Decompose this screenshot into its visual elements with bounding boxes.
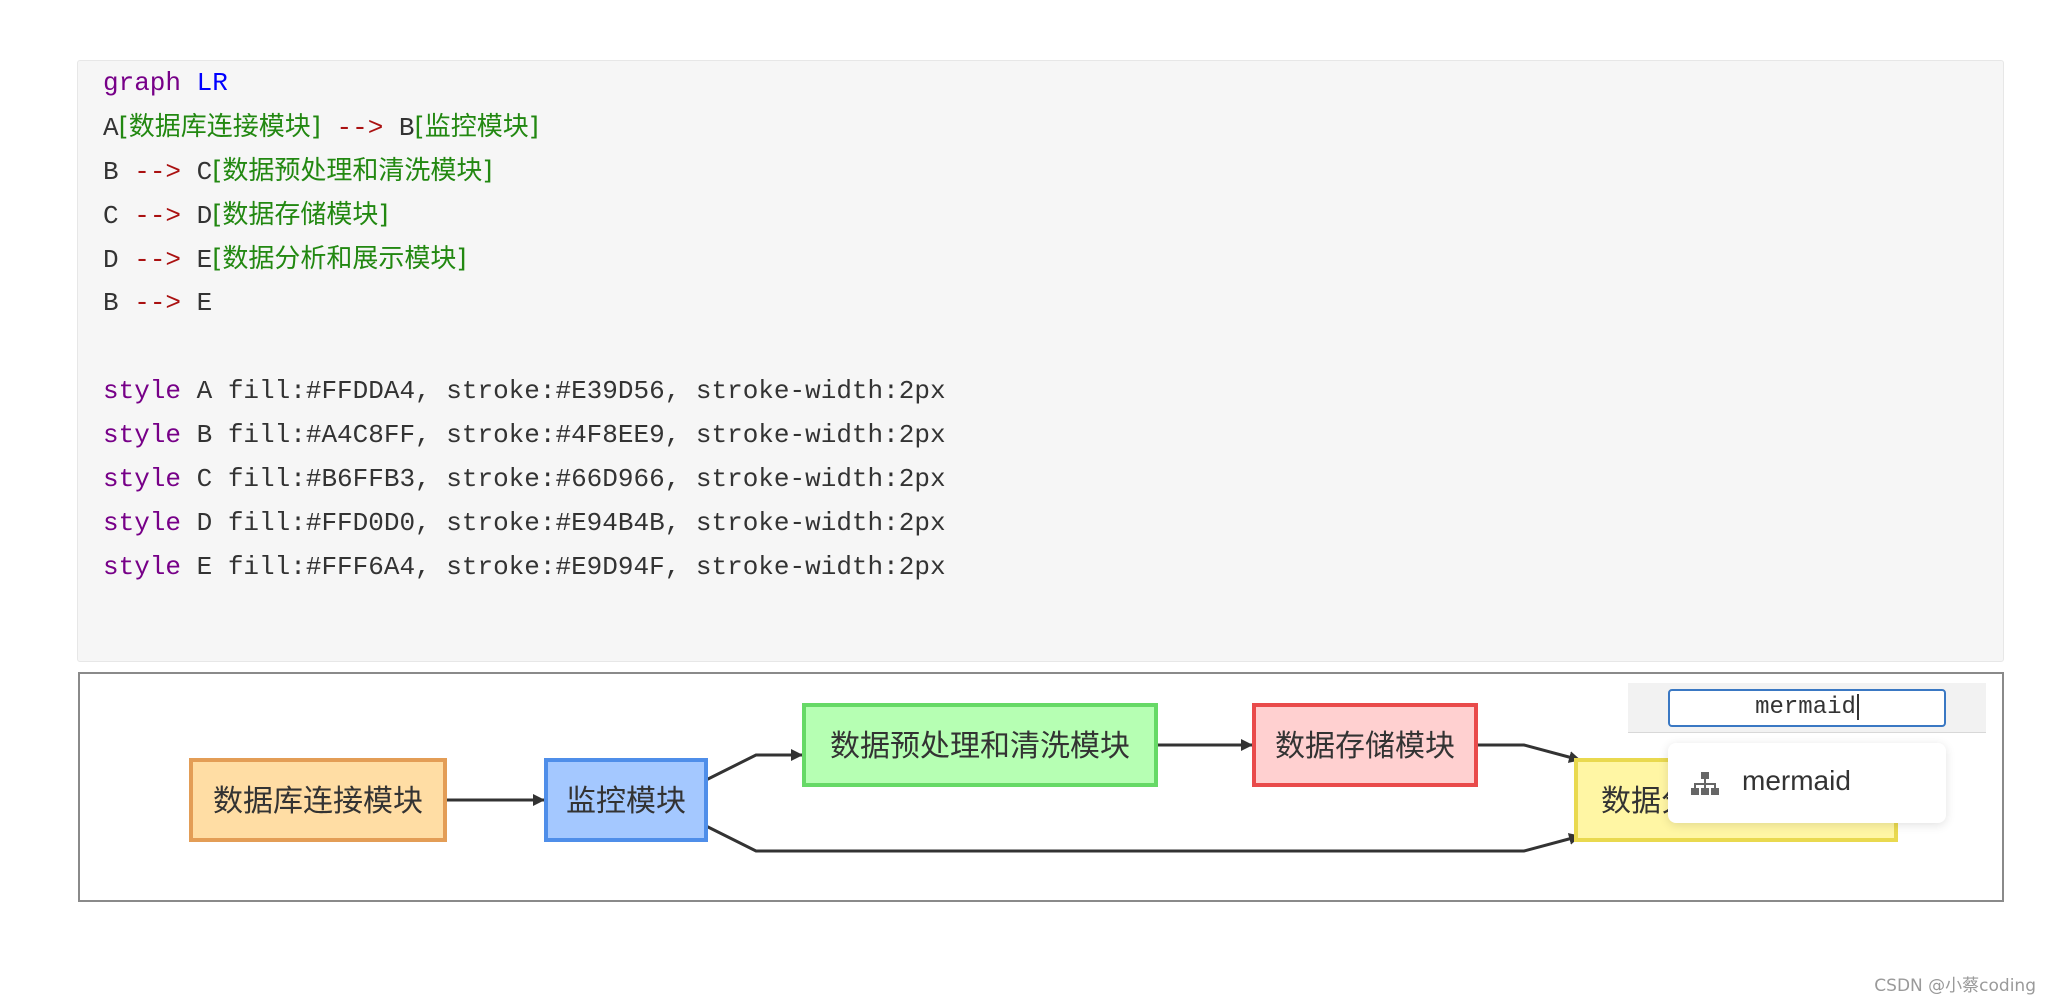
watermark: CSDN @小蔡coding <box>1874 976 2036 996</box>
node-b-label: 监控模块 <box>566 784 686 819</box>
code-token: --> <box>134 245 182 275</box>
node-a-label: 数据库连接模块 <box>213 784 423 819</box>
code-token: [数据存储模块] <box>212 200 389 230</box>
node-d: 数据存储模块 <box>1252 703 1478 787</box>
code-line: B --> C[数据预处理和清洗模块] <box>103 149 493 193</box>
code-token: --> <box>134 157 182 187</box>
code-token: D <box>181 201 213 231</box>
code-token: [数据预处理和清洗模块] <box>212 156 493 186</box>
node-b: 监控模块 <box>544 758 708 842</box>
node-a-box <box>189 758 447 842</box>
code-line: style D fill:#FFD0D0, stroke:#E94B4B, st… <box>103 501 946 545</box>
code-token: C fill:#B6FFB3, stroke:#66D966, stroke-w… <box>181 464 946 494</box>
code-token: D fill:#FFD0D0, stroke:#E94B4B, stroke-w… <box>181 508 946 538</box>
code-token: [数据分析和展示模块] <box>212 244 467 274</box>
code-token: --> <box>336 113 384 143</box>
code-token: B <box>103 157 135 187</box>
language-input-value: mermaid <box>1755 694 1856 721</box>
code-token: --> <box>134 288 182 318</box>
code-line: B --> E <box>103 281 212 325</box>
edge-d-to-e <box>1476 743 1581 763</box>
code-token: style <box>103 552 182 582</box>
code-token: style <box>103 508 182 538</box>
code-line: C --> D[数据存储模块] <box>103 193 389 237</box>
code-token: D <box>103 245 135 275</box>
code-line: style A fill:#FFDDA4, stroke:#E39D56, st… <box>103 369 946 413</box>
code-token <box>181 68 197 98</box>
code-token: LR <box>196 68 228 98</box>
code-token: C <box>103 201 135 231</box>
code-token: A fill:#FFDDA4, stroke:#E39D56, stroke-w… <box>181 376 946 406</box>
code-token: E fill:#FFF6A4, stroke:#E9D94F, stroke-w… <box>181 552 946 582</box>
code-line: style C fill:#B6FFB3, stroke:#66D966, st… <box>103 457 946 501</box>
code-line: A[数据库连接模块] --> B[监控模块] <box>103 105 539 149</box>
sitemap-icon <box>1691 772 1719 795</box>
node-a: 数据库连接模块 <box>189 758 447 842</box>
code-token: style <box>103 376 182 406</box>
code-line: graph LR <box>103 61 228 105</box>
node-c-label: 数据预处理和清洗模块 <box>830 729 1130 764</box>
node-d-label: 数据存储模块 <box>1275 729 1455 764</box>
code-token: E <box>181 245 213 275</box>
code-token: graph <box>103 68 182 98</box>
code-token: B <box>103 288 135 318</box>
node-c-box <box>802 703 1158 787</box>
code-token: B <box>383 113 415 143</box>
code-token: B fill:#A4C8FF, stroke:#4F8EE9, stroke-w… <box>181 420 946 450</box>
code-token: A <box>103 113 119 143</box>
code-token: [数据库连接模块] <box>118 112 321 142</box>
language-suggestion-label: mermaid <box>1742 765 1851 796</box>
language-suggestion-item[interactable]: mermaid <box>1668 743 1946 823</box>
code-token <box>321 113 337 143</box>
code-line: D --> E[数据分析和展示模块] <box>103 237 467 281</box>
code-line: style E fill:#FFF6A4, stroke:#E9D94F, st… <box>103 545 946 589</box>
code-token: E <box>181 288 213 318</box>
text-caret <box>1856 693 1859 720</box>
code-token: style <box>103 420 182 450</box>
code-token: [监控模块] <box>414 112 539 142</box>
language-suggestion-menu: mermaid <box>1668 743 1946 823</box>
edge-b-to-c <box>705 749 803 782</box>
code-token: --> <box>134 201 182 231</box>
edge-b-to-e <box>705 824 1581 853</box>
code-line: style B fill:#A4C8FF, stroke:#4F8EE9, st… <box>103 413 946 457</box>
node-d-box <box>1252 703 1478 787</box>
node-c: 数据预处理和清洗模块 <box>802 703 1158 787</box>
code-token: style <box>103 464 182 494</box>
node-b-box <box>544 758 708 842</box>
language-input[interactable]: mermaid <box>1668 689 1946 727</box>
code-token: C <box>181 157 213 187</box>
